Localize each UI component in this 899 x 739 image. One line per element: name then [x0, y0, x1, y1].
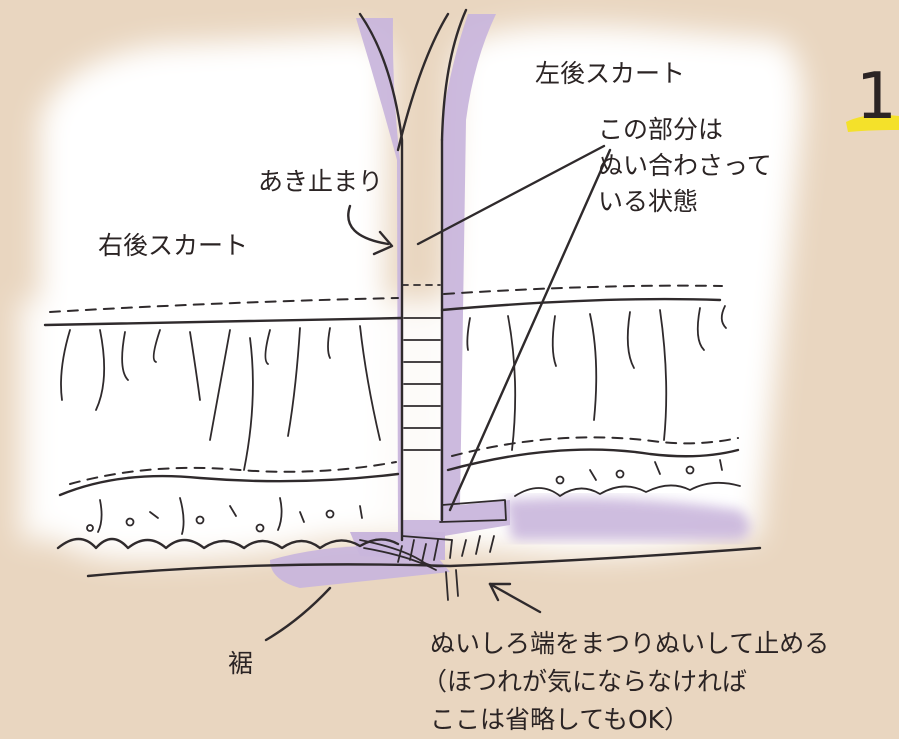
seam-stitches	[401, 284, 441, 451]
gathers-right	[466, 305, 727, 451]
hem-fold	[86, 535, 762, 601]
label-opening-stop: あき止まり	[258, 167, 383, 196]
step-highlight	[846, 114, 899, 132]
center-seam	[358, 8, 507, 542]
label-sewn-part-line3: いる状態	[598, 187, 698, 216]
leader-lines	[264, 144, 612, 642]
gathers-left	[60, 325, 381, 471]
yoke-seam	[43, 284, 723, 327]
label-note-line3: ここは省略してもOK）	[430, 705, 689, 734]
label-left-back-skirt: 左後スカート	[535, 59, 685, 88]
label-right-back-skirt: 右後スカート	[98, 231, 248, 260]
fabric-body	[20, 25, 803, 561]
label-sewn-part-line2: ぬい合わさって	[598, 151, 772, 180]
label-sewn-part-line1: この部分は	[598, 115, 723, 144]
seam-allowance	[270, 14, 750, 588]
label-note-line1: ぬいしろ端をまつりぬいして止める	[430, 629, 829, 658]
label-hem: 裾	[228, 649, 253, 678]
lace-band	[56, 436, 741, 550]
label-note-line2: （ほつれが気にならなければ	[422, 667, 747, 696]
step-number: 1	[856, 60, 897, 134]
